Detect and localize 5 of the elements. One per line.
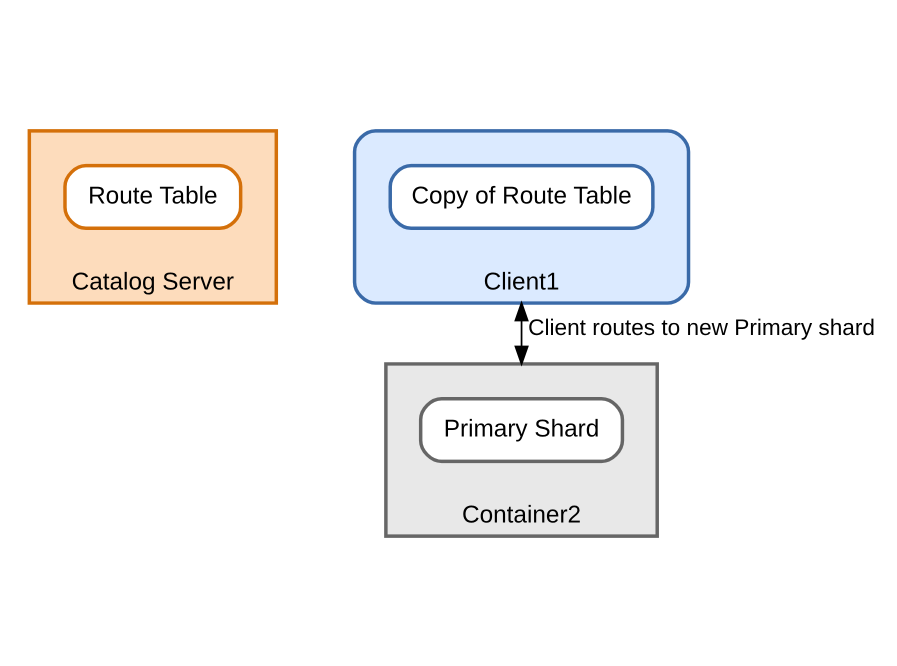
arrow [514,300,529,366]
node-box: Primary Shard [418,396,624,463]
edge-label: Client routes to new Primary shard [528,314,875,340]
node-box: Route Table [63,163,242,230]
node-box: Copy of Route Table [388,163,655,230]
